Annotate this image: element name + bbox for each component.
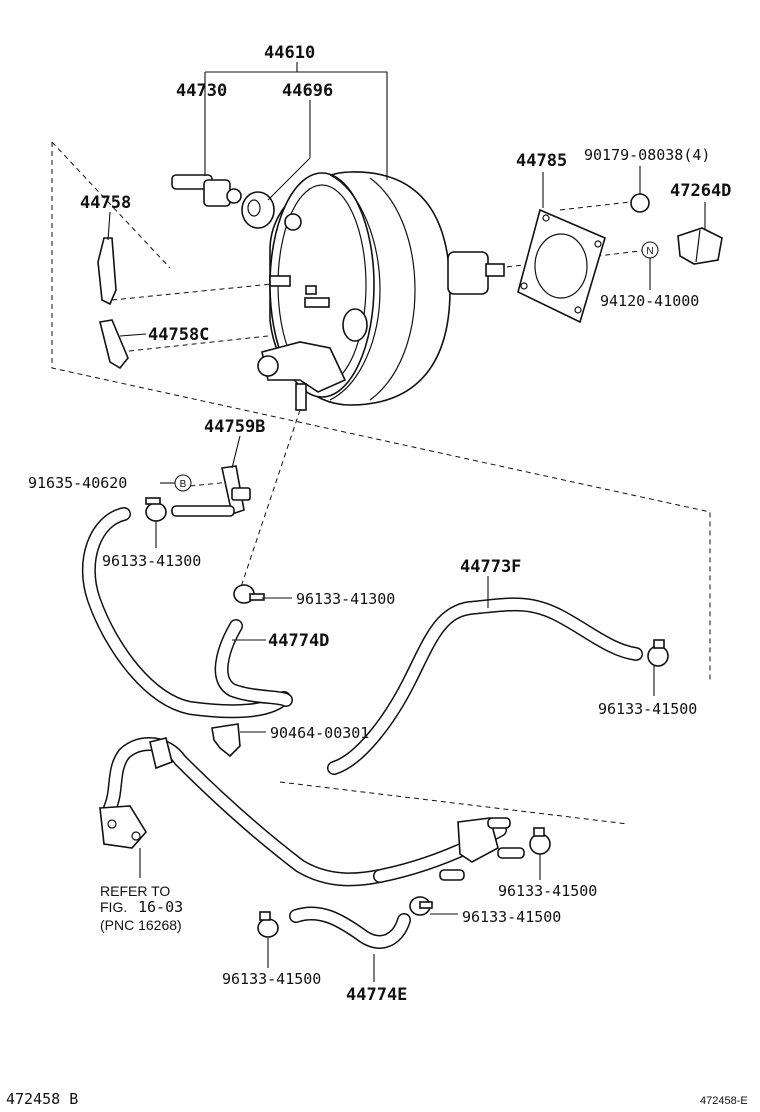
label-90179-08038: 90179-08038(4) (584, 146, 710, 164)
bracket-44758c (99, 319, 129, 370)
ref-line3: (PNC 16268) (100, 917, 182, 933)
brake-booster (257, 171, 505, 411)
label-94120-41000: 94120-41000 (600, 292, 699, 310)
label-91635-40620: 91635-40620 (28, 474, 127, 492)
leader-lines (107, 62, 706, 982)
label-96133-41300-mid: 96133-41300 (296, 590, 395, 608)
clip-pipe-right (529, 827, 551, 855)
nut (630, 193, 650, 213)
label-90464-00301: 90464-00301 (270, 724, 369, 742)
hose-44773f (327, 597, 643, 775)
pad (677, 227, 723, 265)
label-96133-41500-lower: 96133-41500 (222, 970, 321, 988)
ref-line2-ref: 16-03 (138, 898, 183, 916)
label-44774e: 44774E (346, 985, 407, 1005)
clip-mid (233, 584, 265, 604)
ref-line2-prefix: FIG. (100, 899, 127, 915)
marker-b: B (174, 474, 192, 492)
clip-pipe-mid (409, 896, 433, 916)
label-44785: 44785 (516, 151, 567, 171)
clamp (211, 723, 241, 758)
label-44758: 44758 (80, 193, 131, 213)
check-valve (171, 174, 242, 207)
footer-left: 472458 B (6, 1090, 78, 1108)
marker-n-text: N (646, 246, 653, 257)
footer-right: 472458-E (700, 1095, 748, 1107)
gasket (517, 208, 606, 324)
clip-lower-left (257, 911, 279, 938)
reference-note: REFER TO FIG. 16-03 (PNC 16268) (100, 883, 183, 933)
label-44696: 44696 (282, 81, 333, 101)
clip-upper-left (145, 497, 167, 522)
label-44730: 44730 (176, 81, 227, 101)
label-96133-41300-upper: 96133-41300 (102, 552, 201, 570)
clip-right (647, 639, 669, 667)
label-47264d: 47264D (670, 181, 731, 201)
label-96133-41500-pipe-right: 96133-41500 (498, 882, 597, 900)
label-44773f: 44773F (460, 557, 521, 577)
marker-n: N (641, 241, 659, 259)
ref-line1: REFER TO (100, 883, 170, 899)
hose-44774e (289, 906, 411, 949)
label-44758c: 44758C (148, 325, 209, 345)
bracket-44758 (97, 237, 117, 306)
union (171, 465, 251, 517)
label-44610: 44610 (264, 43, 315, 63)
label-96133-41500-right: 96133-41500 (598, 700, 697, 718)
marker-b-text: B (180, 479, 187, 490)
label-96133-41500-pipe-mid: 96133-41500 (462, 908, 561, 926)
label-44774d: 44774D (268, 631, 329, 651)
label-44759b: 44759B (204, 417, 265, 437)
vacuum-hose-left (81, 507, 291, 719)
grommet (241, 191, 275, 229)
vacuum-pipe (99, 737, 525, 887)
hose-44774d (214, 619, 293, 707)
